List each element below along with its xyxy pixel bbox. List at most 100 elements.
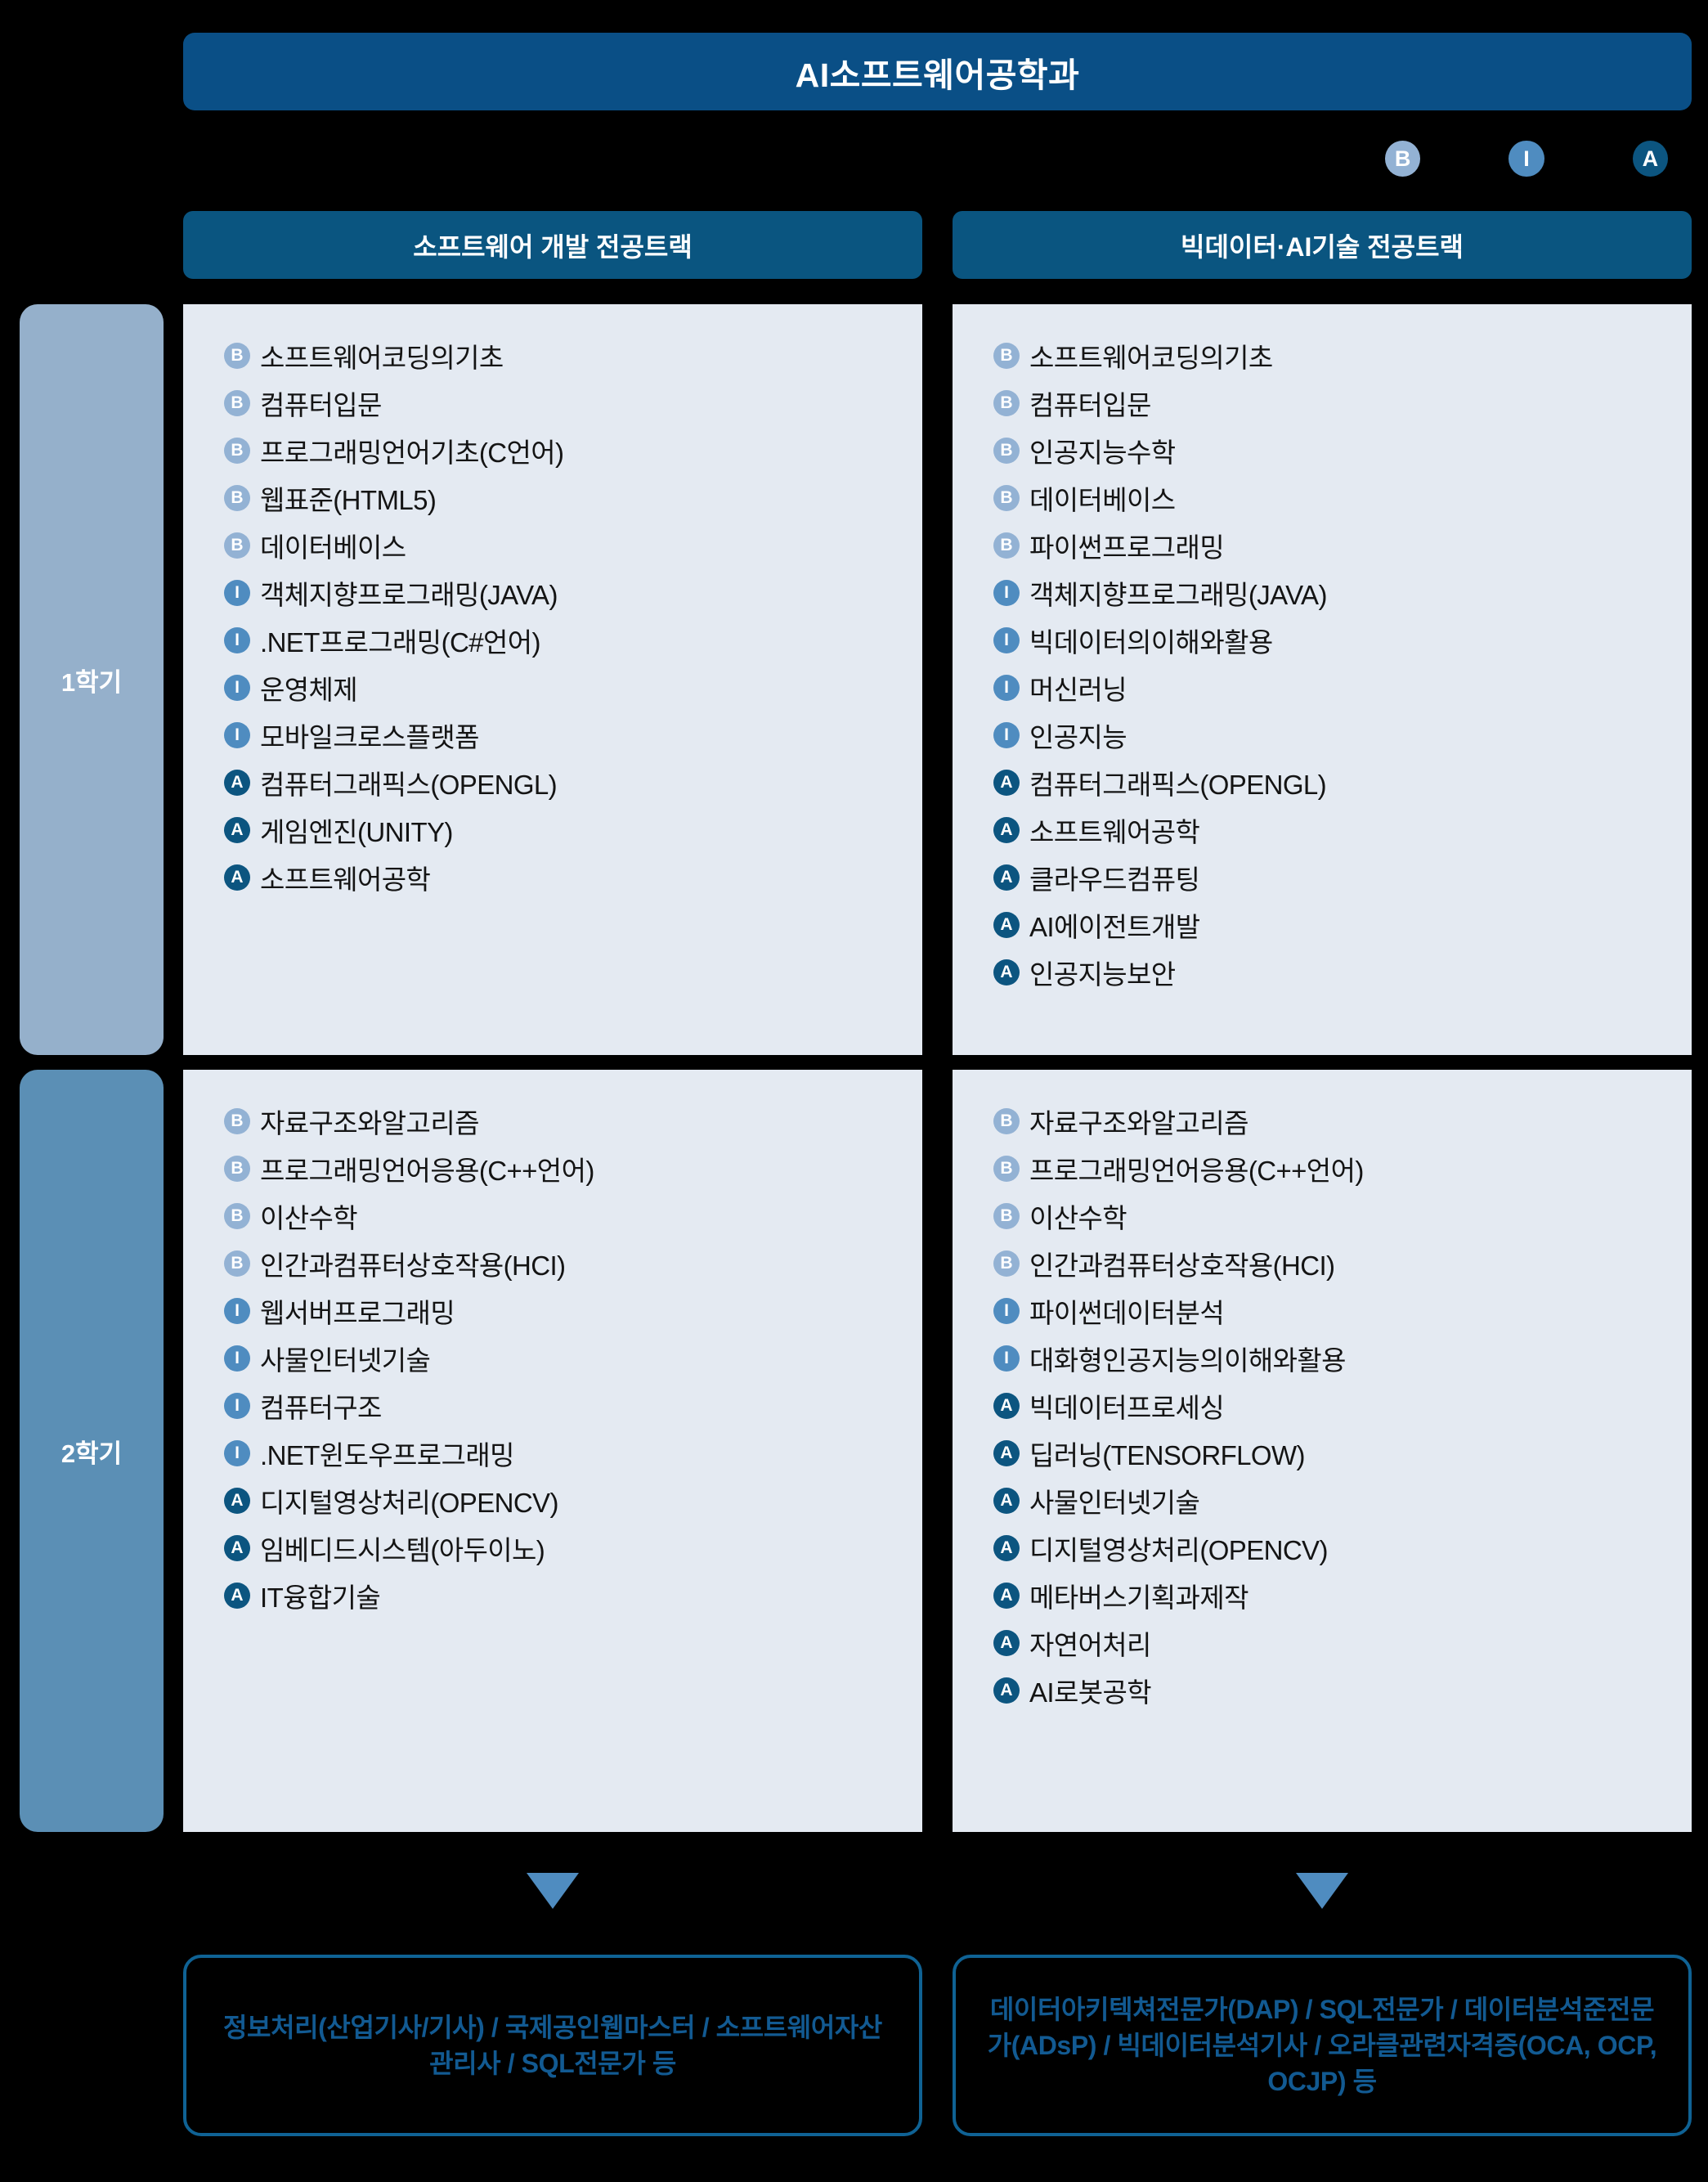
course-name: AI로봇공학: [1029, 1677, 1152, 1708]
course-level-badge-a: A: [224, 816, 250, 843]
course-item: B 프로그래밍언어기초(C언어): [224, 429, 898, 472]
course-name: 빅데이터의이해와활용: [1029, 626, 1273, 658]
course-name: 인공지능보안: [1029, 959, 1176, 990]
course-name: 디지털영상처리(OPENCV): [260, 1487, 558, 1518]
course-name: 이산수학: [1029, 1202, 1127, 1233]
course-level-badge-b: B: [224, 342, 250, 369]
course-item: A AI로봇공학: [993, 1668, 1667, 1712]
course-name: 인공지능: [1029, 721, 1127, 752]
course-level-badge-i: I: [993, 674, 1020, 701]
course-level-badge-i: I: [224, 721, 250, 748]
course-name: 자료구조와알고리즘: [1029, 1107, 1248, 1138]
course-level-badge-a: A: [224, 1487, 250, 1514]
course-level-badge-a: A: [993, 1677, 1020, 1704]
course-level-badge-a: A: [993, 911, 1020, 938]
course-item: A 디지털영상처리(OPENCV): [224, 1479, 898, 1522]
course-level-badge-i: I: [224, 1439, 250, 1466]
course-level-badge-a: A: [224, 769, 250, 796]
course-name: 프로그래밍언어응용(C++언어): [260, 1155, 594, 1186]
course-level-badge-a: A: [993, 864, 1020, 891]
course-item: A AI에이전트개발: [993, 903, 1667, 946]
course-name: 데이터베이스: [260, 532, 406, 563]
course-name: AI에이전트개발: [1029, 911, 1200, 942]
course-name: IT융합기술: [260, 1582, 381, 1613]
course-level-badge-b: B: [224, 437, 250, 464]
course-item: A 인공지능보안: [993, 950, 1667, 994]
course-item: B 컴퓨터입문: [993, 381, 1667, 424]
level-legend: B I A: [1357, 137, 1668, 180]
track-header-software-development[interactable]: 소프트웨어 개발 전공트랙: [183, 211, 922, 279]
course-level-badge-i: I: [224, 626, 250, 653]
course-item: B 프로그래밍언어응용(C++언어): [993, 1147, 1667, 1190]
course-name: 이산수학: [260, 1202, 358, 1233]
course-name: 소프트웨어코딩의기초: [260, 342, 504, 373]
course-level-badge-a: A: [993, 769, 1020, 796]
course-level-badge-a: A: [993, 959, 1020, 985]
course-name: 컴퓨터그래픽스(OPENGL): [260, 769, 558, 800]
course-level-badge-i: I: [224, 579, 250, 606]
course-name: 머신러닝: [1029, 674, 1127, 705]
course-level-badge-b: B: [224, 389, 250, 416]
course-level-badge-a: A: [224, 1534, 250, 1561]
course-name: 인간과컴퓨터상호작용(HCI): [260, 1250, 566, 1281]
course-level-badge-i: I: [224, 1297, 250, 1324]
course-level-badge-b: B: [993, 532, 1020, 559]
course-name: 컴퓨터입문: [260, 389, 382, 420]
course-level-badge-b: B: [993, 342, 1020, 369]
course-name: 컴퓨터구조: [260, 1392, 382, 1423]
course-level-badge-i: I: [224, 1392, 250, 1419]
course-level-badge-i: I: [993, 626, 1020, 653]
course-level-badge-b: B: [993, 1155, 1020, 1182]
course-level-badge-b: B: [224, 532, 250, 559]
course-item: B 이산수학: [993, 1194, 1667, 1237]
course-name: 사물인터넷기술: [1029, 1487, 1200, 1518]
course-item: B 인공지능수학: [993, 429, 1667, 472]
course-name: 데이터베이스: [1029, 484, 1176, 515]
course-name: 메타버스기획과제작: [1029, 1582, 1248, 1613]
course-name: 객체지향프로그래밍(JAVA): [260, 579, 558, 610]
course-name: .NET프로그래밍(C#언어): [260, 626, 540, 658]
course-item: A 클라우드컴퓨팅: [993, 855, 1667, 899]
track-header-bigdata-ai[interactable]: 빅데이터·AI기술 전공트랙: [953, 211, 1692, 279]
page-title: AI소프트웨어공학과: [183, 33, 1692, 110]
course-level-badge-i: I: [993, 1297, 1020, 1324]
course-name: 컴퓨터입문: [1029, 389, 1151, 420]
course-name: 프로그래밍언어응용(C++언어): [1029, 1155, 1364, 1186]
course-name: 프로그래밍언어기초(C언어): [260, 437, 564, 468]
certification-text: 정보처리(산업기사/기사) / 국제공인웹마스터 / 소프트웨어자산관리사 / …: [223, 2012, 882, 2078]
course-level-badge-b: B: [993, 1250, 1020, 1277]
course-name: 클라우드컴퓨팅: [1029, 864, 1200, 895]
course-level-badge-a: A: [224, 1582, 250, 1609]
course-item: I 컴퓨터구조: [224, 1384, 898, 1427]
course-name: 인공지능수학: [1029, 437, 1176, 468]
course-level-badge-b: B: [993, 1202, 1020, 1229]
course-name: 빅데이터프로세싱: [1029, 1392, 1225, 1423]
course-level-badge-a: A: [993, 816, 1020, 843]
course-level-badge-b: B: [993, 389, 1020, 416]
course-name: 컴퓨터그래픽스(OPENGL): [1029, 769, 1327, 800]
course-level-badge-a: A: [993, 1629, 1020, 1656]
certification-text: 데이터아키텍쳐전문가(DAP) / SQL전문가 / 데이터분석준전문가(ADs…: [987, 1994, 1657, 2097]
course-level-badge-b: B: [993, 437, 1020, 464]
